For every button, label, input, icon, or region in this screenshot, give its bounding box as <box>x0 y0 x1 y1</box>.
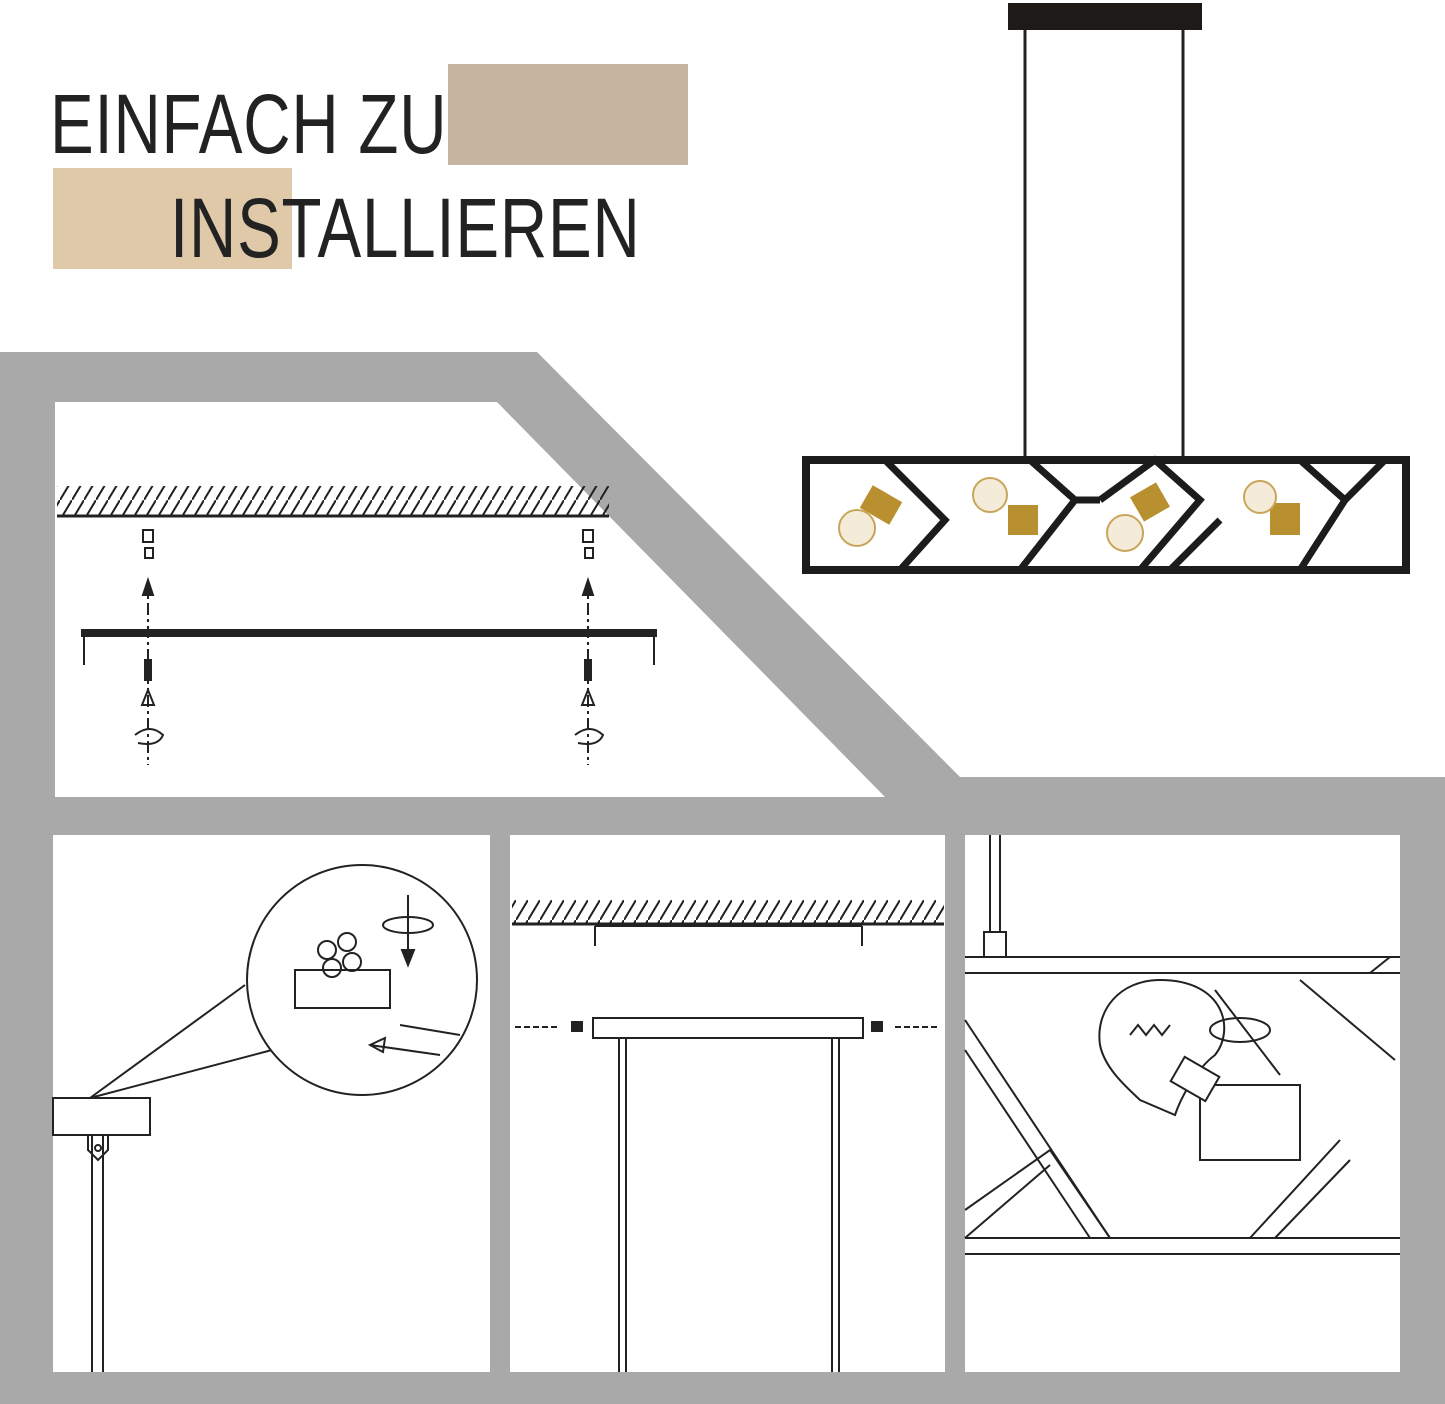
step-2-wiring-drawing <box>52 864 478 1372</box>
panel-step-4 <box>965 835 1400 1372</box>
pendant-lamp-photo <box>802 3 1410 574</box>
title-highlight-bottom <box>53 168 292 269</box>
step-4-bulb-drawing <box>964 835 1400 1255</box>
title-highlight-top <box>448 64 688 165</box>
title-line-1: EINFACH ZU <box>50 77 448 171</box>
title-line-2: INSTALLIEREN <box>170 181 641 275</box>
step-3-canopy-drawing <box>512 900 944 1372</box>
step-1-ceiling-mount-drawing <box>57 486 657 765</box>
